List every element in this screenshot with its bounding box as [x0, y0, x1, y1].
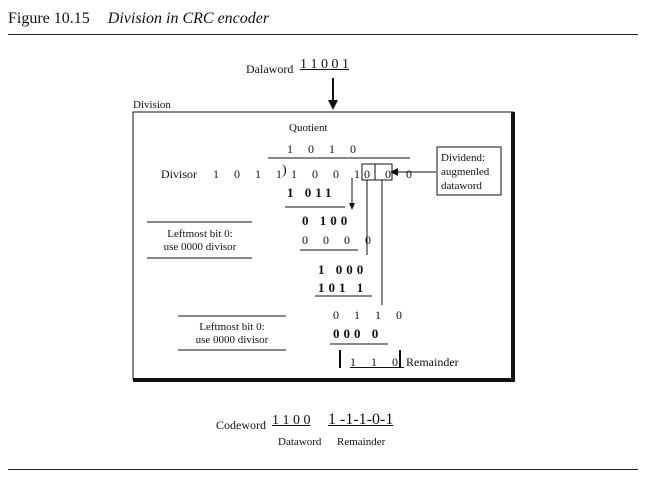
step-2: 0 100	[302, 213, 352, 228]
dividend-bits: 1 0 0 1	[291, 167, 366, 181]
dividend-note-line-1: Dividend:	[441, 152, 485, 164]
division-label: Division	[133, 99, 171, 111]
dividend-note-line-3: dataword	[441, 180, 482, 192]
figure-number: Figure 10.15	[8, 10, 90, 27]
dividend-note-line-2: augmenled	[441, 166, 490, 178]
step-7: 000 0	[333, 326, 383, 341]
figure-caption: Division in CRC encoder	[107, 10, 270, 27]
dataword-bits: 1 1 0 0 1	[300, 57, 349, 72]
step-6: 0 1 1 0	[333, 308, 408, 322]
division-bracket-glyph: )	[282, 163, 287, 178]
codeword-dataword-bits: 1 1 0 0	[272, 413, 311, 428]
codeword-dataword-caption: Dataword	[278, 436, 322, 448]
step-3: 0 0 0 0	[302, 233, 377, 247]
note-bottom-line-1: Leftmost bit 0:	[199, 321, 265, 333]
quotient-label: Quotient	[289, 122, 328, 134]
codeword-remainder-bits: 1 -1-1-0-1	[328, 411, 394, 428]
note-top: Leftmost bit 0: use 0000 divisor	[150, 228, 250, 254]
divisor-bits: 1 0 1 1	[213, 167, 288, 181]
step-5: 101 1	[318, 280, 368, 295]
dividend-note: Dividend: augmenled dataword	[441, 151, 489, 193]
codeword-label: Codeword	[216, 418, 266, 432]
remainder-label: Remainder	[406, 355, 459, 369]
step-4: 1 000	[318, 262, 368, 277]
note-top-line-1: Leftmost bit 0:	[167, 228, 233, 240]
dataword-arrow-head	[328, 100, 338, 110]
dividend-note-box	[436, 146, 502, 196]
title-rule	[8, 34, 638, 35]
note-top-line-2: use 0000 divisor	[163, 241, 237, 253]
codeword-remainder-caption: Remainder	[337, 436, 386, 448]
note-bottom-line-2: use 0000 divisor	[195, 334, 269, 346]
note-bottom: Leftmost bit 0: use 0000 divisor	[180, 321, 284, 347]
divisor-label: Divisor	[161, 167, 197, 181]
dataword-label: Dalaword	[246, 62, 294, 76]
figure-title: Figure 10.15 Division in CRC encoder	[8, 10, 269, 28]
bottom-rule	[8, 469, 638, 470]
step-1: 1 011	[287, 185, 336, 200]
remainder-bits: 1 1 0	[350, 355, 404, 369]
augmented-bits: 0 0 0	[364, 167, 418, 181]
quotient-bits: 1 0 1 0	[287, 142, 362, 156]
